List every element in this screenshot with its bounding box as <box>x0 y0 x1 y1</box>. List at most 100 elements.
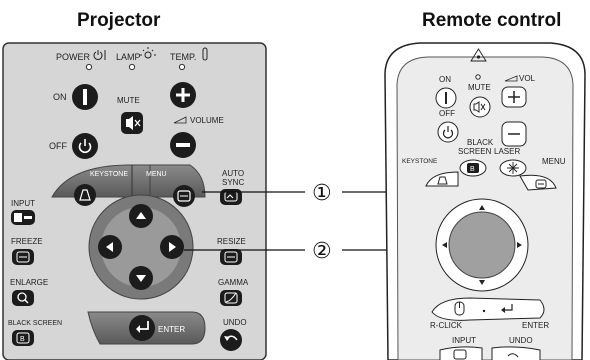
gamma-label: GAMMA <box>218 278 249 287</box>
remote-mute-button[interactable] <box>469 96 491 118</box>
power-icon <box>93 50 106 60</box>
arrow-left-button[interactable] <box>98 235 122 259</box>
remote-menu-label: MENU <box>542 157 566 166</box>
remote-off-button[interactable] <box>437 121 459 143</box>
mouse-icon <box>454 301 465 316</box>
remote-menu-button[interactable] <box>519 174 557 191</box>
freeze-button[interactable] <box>12 249 34 265</box>
remote-title: Remote control <box>422 10 562 31</box>
undo-button[interactable] <box>220 329 242 351</box>
arrow-up-icon <box>136 212 146 219</box>
menu-label: MENU <box>146 171 167 178</box>
remote-input-button[interactable] <box>439 346 483 360</box>
remote-black-screen-button[interactable]: B <box>459 159 487 177</box>
gamma-icon <box>224 292 238 304</box>
keystone-button[interactable] <box>74 184 96 206</box>
freeze-icon <box>16 251 30 263</box>
arrow-down-button[interactable] <box>129 266 153 290</box>
freeze-label: FREEZE <box>11 237 43 246</box>
black-screen-label: BLACK SCREEN <box>8 320 62 327</box>
remote-b-key-label: B <box>470 166 475 173</box>
volume-down-button[interactable] <box>170 132 196 158</box>
remote-laser-button[interactable] <box>499 159 527 177</box>
mute-icon <box>473 101 486 113</box>
remote-on-button[interactable] <box>435 87 457 109</box>
projector-title: Projector <box>77 10 161 31</box>
direction-pad <box>88 194 194 300</box>
enter-icon <box>136 321 149 333</box>
remote-arrow-left-icon[interactable] <box>442 242 447 248</box>
input-button[interactable] <box>11 210 35 225</box>
undo-icon <box>507 353 519 358</box>
magnifier-icon <box>17 292 29 304</box>
volume-wedge-icon <box>173 116 187 124</box>
enlarge-button[interactable] <box>12 290 34 306</box>
volume-up-button[interactable] <box>170 82 196 108</box>
power-icon <box>442 126 454 139</box>
arrow-right-button[interactable] <box>160 235 184 259</box>
remote-on-label: ON <box>439 75 451 84</box>
volume-label: VOLUME <box>190 116 224 125</box>
keystone-label: KEYSTONE <box>90 171 128 178</box>
laser-icon <box>507 162 519 174</box>
input-icon <box>14 213 32 222</box>
remote-mouse-enter-bar[interactable] <box>431 297 545 321</box>
remote-input-label: INPUT <box>452 336 476 345</box>
laser-warning-icon <box>470 48 487 62</box>
remote-volume-down-button[interactable] <box>501 121 527 147</box>
undo-label: UNDO <box>223 318 247 327</box>
enter-label: ENTER <box>158 325 185 334</box>
remote-enter-label: ENTER <box>522 321 549 330</box>
remote-mute-label: MUTE <box>468 83 491 92</box>
undo-icon <box>224 335 238 341</box>
power-led <box>85 63 93 71</box>
remote-undo-label: UNDO <box>509 336 533 345</box>
power-off-button[interactable] <box>72 133 98 159</box>
resize-icon <box>224 251 238 263</box>
remote-arrow-down-icon[interactable] <box>479 280 485 285</box>
arrow-down-icon <box>136 275 146 282</box>
arrow-right-icon <box>169 242 176 252</box>
mute-button[interactable] <box>121 112 143 134</box>
input-label: INPUT <box>11 199 35 208</box>
keystone-icon <box>79 189 91 201</box>
resize-label: RESIZE <box>217 237 246 246</box>
keystone-icon <box>437 176 448 185</box>
black-screen-icon: B <box>16 332 30 344</box>
menu-button[interactable] <box>173 185 195 207</box>
lamp-icon <box>140 47 156 59</box>
enter-button[interactable]: ENTER <box>87 311 206 345</box>
sync-label: SYNC <box>222 178 244 187</box>
power-indicator-label: POWER <box>56 52 91 62</box>
enlarge-label: ENLARGE <box>10 278 48 287</box>
lamp-indicator-label: LAMP <box>116 52 141 62</box>
remote-r-click-label: R-CLICK <box>430 321 463 330</box>
resize-button[interactable] <box>220 249 242 265</box>
power-icon <box>78 139 92 154</box>
off-label: OFF <box>49 141 67 151</box>
remote-keystone-button[interactable] <box>425 171 459 187</box>
temp-led <box>178 63 186 71</box>
lamp-led <box>128 63 136 71</box>
remote-laser-label: LASER <box>494 147 520 156</box>
mute-icon <box>126 116 141 130</box>
power-on-button[interactable] <box>72 84 98 110</box>
callout-1-number: ① <box>312 181 332 206</box>
indicator-row: POWER LAMP TEMP. <box>56 47 208 71</box>
menu-icon <box>177 190 191 202</box>
arrow-up-button[interactable] <box>129 204 153 228</box>
black-screen-button[interactable]: B <box>12 330 34 346</box>
remote-vol-label: VOL <box>519 74 536 83</box>
remote-undo-button[interactable] <box>491 346 541 360</box>
remote-volume-up-button[interactable] <box>501 86 527 108</box>
remote-control: ON MUTE VOL OFF <box>384 42 586 360</box>
thermometer-icon <box>202 47 208 61</box>
remote-keystone-label: KEYSTONE <box>402 158 438 165</box>
remote-led <box>475 74 481 80</box>
enter-icon <box>501 304 513 313</box>
gamma-button[interactable] <box>220 290 242 306</box>
remote-arrow-right-icon[interactable] <box>517 242 522 248</box>
remote-arrow-up-icon[interactable] <box>479 205 485 210</box>
